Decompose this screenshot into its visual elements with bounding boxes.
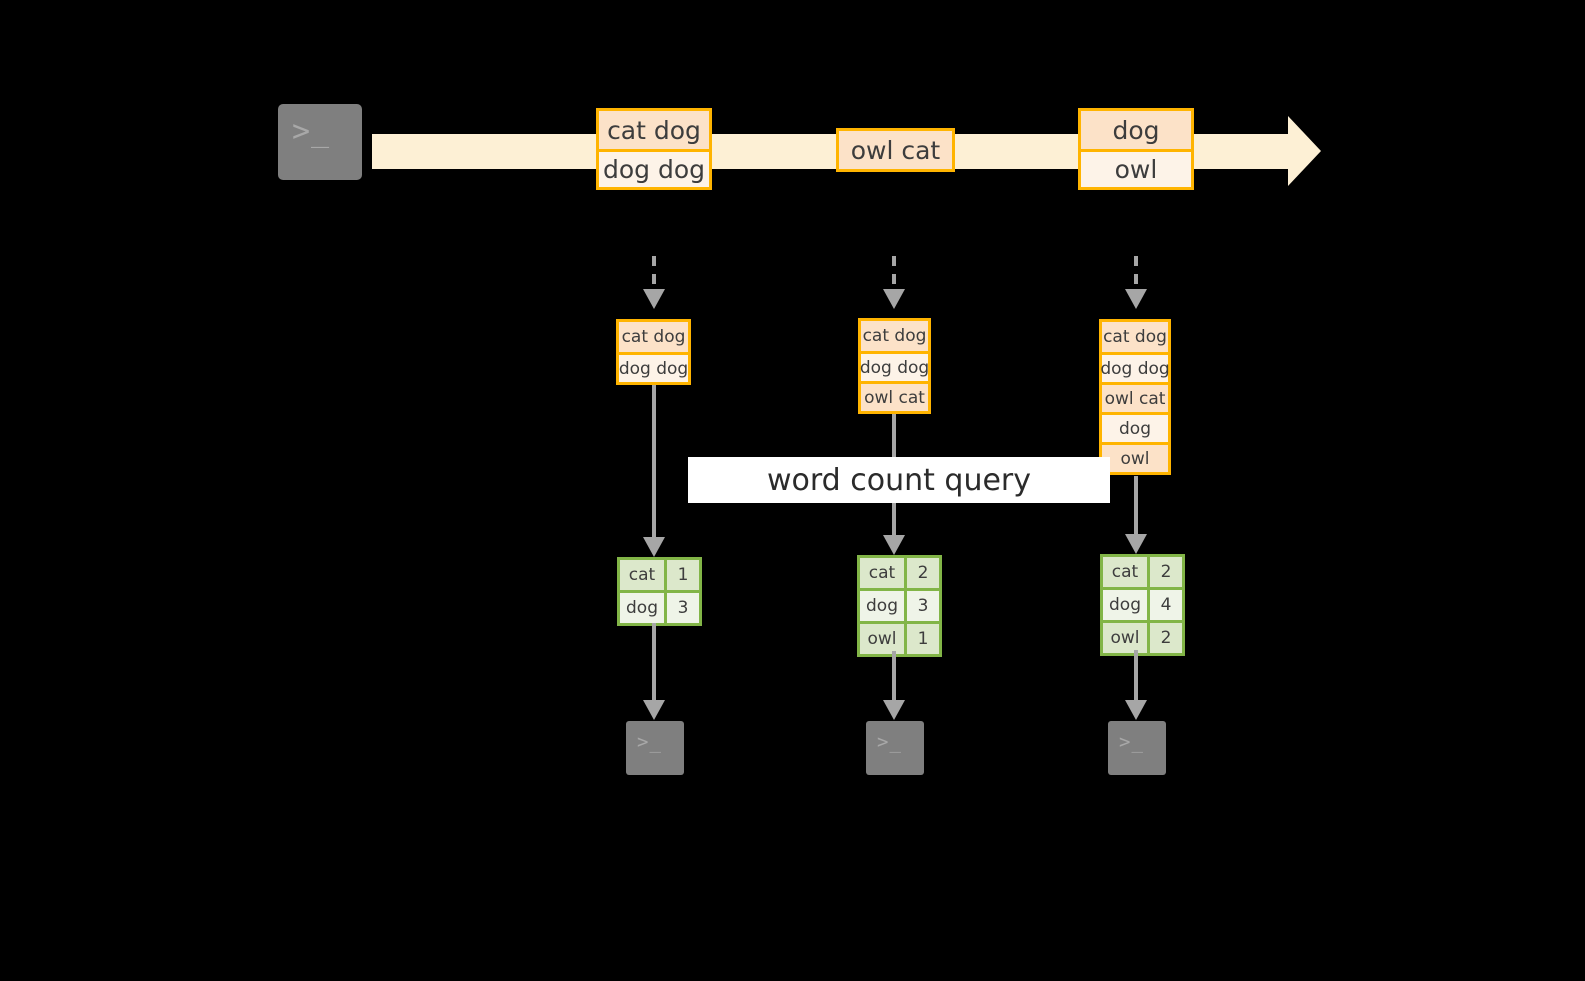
result-to-sink-arrowhead-1 bbox=[643, 700, 665, 720]
sink-terminal-2[interactable]: >_ bbox=[860, 715, 930, 781]
result-row: cat 2 bbox=[1103, 557, 1182, 587]
stream-message-line: dog bbox=[1081, 111, 1191, 149]
result-to-sink-connector-2 bbox=[892, 651, 896, 701]
stream-to-log-arrowhead-1 bbox=[643, 289, 665, 309]
terminal-prompt-glyph: >_ bbox=[877, 731, 902, 753]
log-to-result-connector-3 bbox=[1134, 476, 1138, 536]
log-entry: dog bbox=[1102, 412, 1168, 442]
log-to-result-arrowhead-1 bbox=[643, 537, 665, 557]
log-entry: dog dog bbox=[619, 352, 688, 382]
stream-message-2[interactable]: owl cat bbox=[836, 128, 955, 172]
result-count: 3 bbox=[907, 591, 939, 621]
result-word: cat bbox=[620, 560, 667, 590]
log-entry: dog dog bbox=[860, 351, 929, 381]
log-entry: cat dog bbox=[1102, 322, 1168, 352]
query-banner: word count query bbox=[688, 457, 1110, 503]
stream-to-log-arrowhead-3 bbox=[1125, 289, 1147, 309]
result-count: 4 bbox=[1150, 590, 1182, 620]
result-to-sink-arrowhead-2 bbox=[883, 700, 905, 720]
log-snapshot-1[interactable]: cat dog dog dog bbox=[616, 319, 691, 385]
log-entry: dog dog bbox=[1100, 352, 1170, 382]
terminal-prompt-glyph: >_ bbox=[292, 114, 331, 149]
stream-message-line: cat dog bbox=[599, 111, 709, 149]
result-row: owl 2 bbox=[1103, 620, 1182, 653]
log-snapshot-2[interactable]: cat dog dog dog owl cat bbox=[858, 318, 931, 414]
stream-to-log-arrowhead-2 bbox=[883, 289, 905, 309]
result-to-sink-connector-3 bbox=[1134, 650, 1138, 701]
result-row: owl 1 bbox=[860, 621, 939, 654]
terminal-prompt-glyph: >_ bbox=[637, 731, 662, 753]
result-row: dog 4 bbox=[1103, 587, 1182, 620]
query-banner-label: word count query bbox=[766, 462, 1032, 498]
result-to-sink-connector-1 bbox=[652, 623, 656, 701]
stream-message-1[interactable]: cat dog dog dog bbox=[596, 108, 712, 190]
log-entry: owl cat bbox=[861, 381, 928, 411]
result-table-2[interactable]: cat 2 dog 3 owl 1 bbox=[857, 555, 942, 657]
stream-message-line: owl bbox=[1081, 149, 1191, 187]
stream-to-log-connector-1 bbox=[652, 256, 656, 290]
result-word: owl bbox=[1103, 623, 1150, 653]
stream-message-line: dog dog bbox=[599, 149, 709, 187]
result-row: cat 1 bbox=[620, 560, 699, 590]
stream-band-arrowhead bbox=[1288, 116, 1321, 186]
result-word: dog bbox=[1103, 590, 1150, 620]
log-entry: cat dog bbox=[861, 321, 928, 351]
sink-terminal-3[interactable]: >_ bbox=[1102, 715, 1172, 781]
result-count: 1 bbox=[667, 560, 699, 590]
result-count: 2 bbox=[1150, 557, 1182, 587]
sink-terminal-1[interactable]: >_ bbox=[620, 715, 690, 781]
result-word: dog bbox=[620, 593, 667, 623]
log-to-result-arrowhead-2 bbox=[883, 535, 905, 555]
result-count: 2 bbox=[1150, 623, 1182, 653]
stream-to-log-connector-3 bbox=[1134, 256, 1138, 290]
log-to-result-connector-1 bbox=[652, 385, 656, 538]
result-to-sink-arrowhead-3 bbox=[1125, 700, 1147, 720]
log-to-result-arrowhead-3 bbox=[1125, 534, 1147, 554]
result-word: cat bbox=[1103, 557, 1150, 587]
source-terminal-icon[interactable]: >_ bbox=[271, 97, 369, 187]
result-word: dog bbox=[860, 591, 907, 621]
stream-message-line: owl cat bbox=[839, 131, 952, 169]
result-table-3[interactable]: cat 2 dog 4 owl 2 bbox=[1100, 554, 1185, 656]
log-entry: owl cat bbox=[1102, 382, 1168, 412]
result-count: 1 bbox=[907, 624, 939, 654]
result-count: 2 bbox=[907, 558, 939, 588]
result-word: cat bbox=[860, 558, 907, 588]
log-entry: owl bbox=[1102, 442, 1168, 472]
result-table-1[interactable]: cat 1 dog 3 bbox=[617, 557, 702, 626]
result-word: owl bbox=[860, 624, 907, 654]
result-row: cat 2 bbox=[860, 558, 939, 588]
stream-to-log-connector-2 bbox=[892, 256, 896, 290]
log-snapshot-3[interactable]: cat dog dog dog owl cat dog owl bbox=[1099, 319, 1171, 475]
result-row: dog 3 bbox=[620, 590, 699, 623]
log-entry: cat dog bbox=[619, 322, 688, 352]
stream-message-3[interactable]: dog owl bbox=[1078, 108, 1194, 190]
result-row: dog 3 bbox=[860, 588, 939, 621]
result-count: 3 bbox=[667, 593, 699, 623]
terminal-prompt-glyph: >_ bbox=[1119, 731, 1144, 753]
